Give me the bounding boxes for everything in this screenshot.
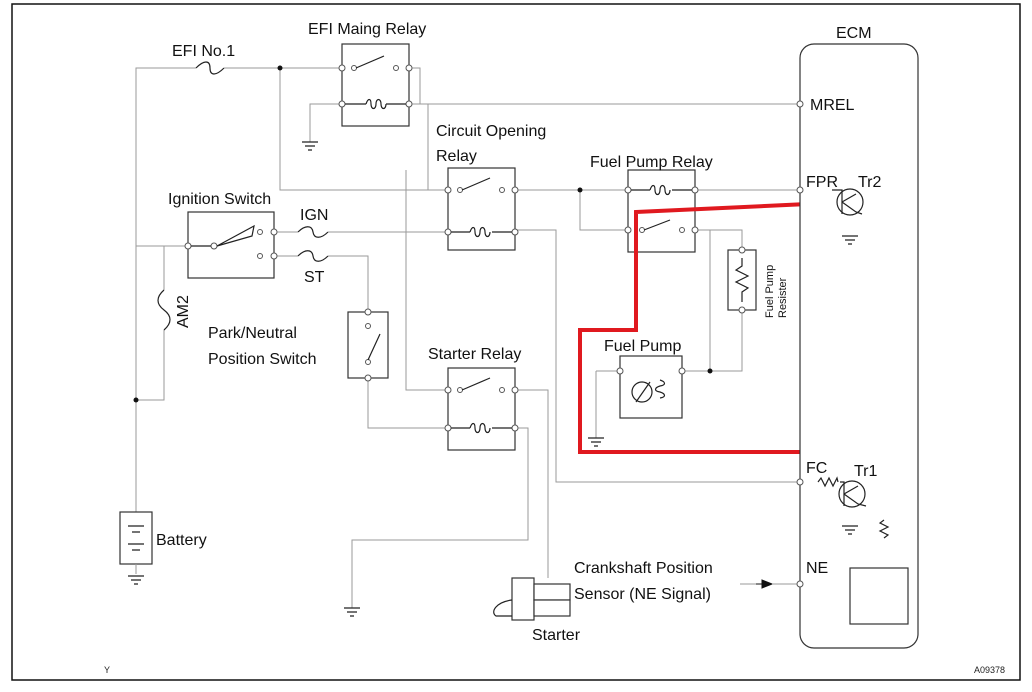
label-figure-code: A09378 xyxy=(974,665,1005,675)
label-efi-main-relay: EFI Maing Relay xyxy=(308,21,426,38)
fuel-pump-resister xyxy=(727,246,757,314)
label-am2: AM2 xyxy=(175,295,192,328)
ecm-block xyxy=(796,43,919,649)
label-fuel-pump-relay: Fuel Pump Relay xyxy=(590,154,713,171)
label-circuit-opening-line1: Circuit Opening xyxy=(436,123,546,140)
fuse-st xyxy=(297,250,329,262)
ground-symbol-pump xyxy=(588,437,604,447)
battery xyxy=(119,511,153,585)
label-starter: Starter xyxy=(532,627,581,644)
label-ignition-switch: Ignition Switch xyxy=(168,191,271,208)
fuse-am2 xyxy=(157,289,171,331)
label-crankshaft-line1: Crankshaft Position xyxy=(574,560,713,577)
ne-signal-arrow xyxy=(756,579,773,589)
ground-symbol-starter xyxy=(344,607,360,617)
fuse-efi-no1 xyxy=(195,61,225,75)
efi-main-relay xyxy=(338,43,413,127)
junction-dots xyxy=(133,65,713,403)
fuse-ign xyxy=(297,226,329,238)
label-resister-line1: Fuel Pump xyxy=(764,265,776,318)
label-st: ST xyxy=(304,269,325,286)
label-corner-y: Y xyxy=(104,665,110,675)
diagram-border xyxy=(11,3,1021,681)
label-starter-relay: Starter Relay xyxy=(428,346,521,363)
label-fpr: FPR xyxy=(806,174,838,191)
label-crankshaft-line2: Sensor (NE Signal) xyxy=(574,586,711,603)
label-efi-no1: EFI No.1 xyxy=(172,43,235,60)
circuit-opening-relay xyxy=(444,167,519,251)
label-ign: IGN xyxy=(300,207,328,224)
starter-relay xyxy=(444,367,519,451)
label-circuit-opening-line2: Relay xyxy=(436,148,477,165)
park-neutral-switch xyxy=(347,308,389,382)
label-ecm: ECM xyxy=(836,25,872,42)
label-park-neutral-line1: Park/Neutral xyxy=(208,325,297,342)
label-battery: Battery xyxy=(156,532,207,549)
label-mrel: MREL xyxy=(810,97,855,114)
label-tr2: Tr2 xyxy=(858,174,882,191)
label-tr1: Tr1 xyxy=(854,463,878,480)
label-fuel-pump: Fuel Pump xyxy=(604,338,681,355)
ignition-switch xyxy=(184,211,278,279)
label-park-neutral-line2: Position Switch xyxy=(208,351,317,368)
ground-symbol xyxy=(302,141,318,151)
fuel-pump-motor xyxy=(616,355,686,419)
starter-motor xyxy=(493,577,571,621)
label-resister-line2: Resister xyxy=(777,277,789,318)
label-fc: FC xyxy=(806,460,827,477)
label-ne: NE xyxy=(806,560,828,577)
